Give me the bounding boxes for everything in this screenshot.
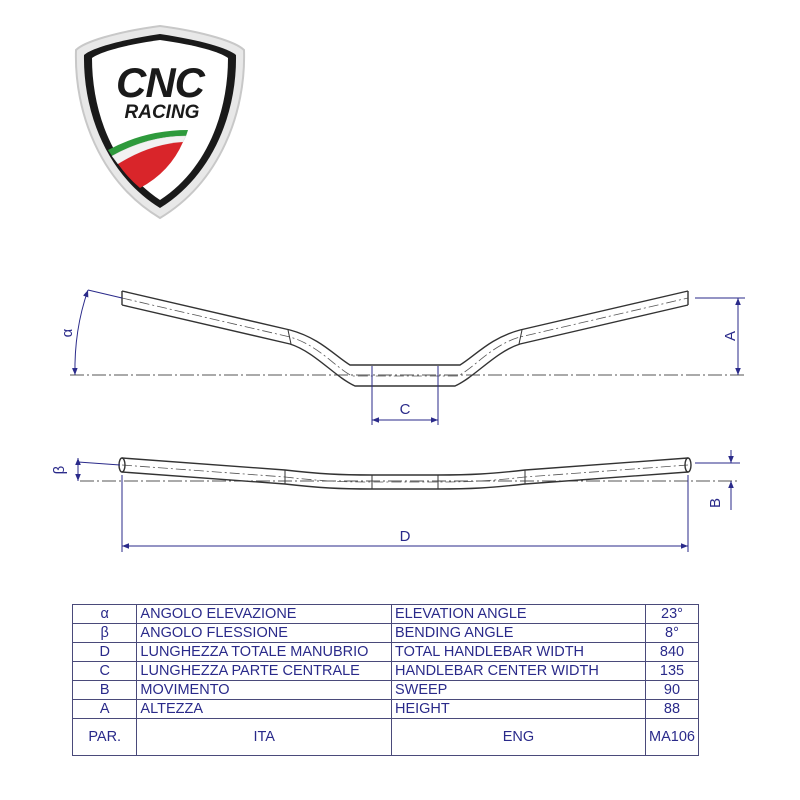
alpha-extension <box>87 289 123 299</box>
par-cell: C <box>71 661 138 681</box>
par-cell: B <box>71 680 138 700</box>
logo-flag-red <box>118 142 183 188</box>
par-cell: β <box>71 623 138 643</box>
cnc-racing-logo: CNC RACING <box>74 24 246 220</box>
eng-cell: HEIGHT <box>390 699 646 719</box>
value-cell: 90 <box>644 680 700 700</box>
value-cell: 8° <box>644 623 700 643</box>
par-cell: α <box>71 604 138 624</box>
header-eng: ENG <box>390 718 646 756</box>
ita-cell: ANGOLO FLESSIONE <box>136 623 392 643</box>
spec-table: α ANGOLO ELEVAZIONE ELEVATION ANGLE 23° … <box>71 604 700 756</box>
front-tube-axis <box>121 464 689 483</box>
top-bend-right <box>518 329 523 345</box>
table-row: α ANGOLO ELEVAZIONE ELEVATION ANGLE 23° <box>71 604 700 624</box>
table-header-row: PAR. ITA ENG MA106 <box>71 718 700 756</box>
ita-cell: ANGOLO ELEVAZIONE <box>136 604 392 624</box>
eng-cell: SWEEP <box>390 680 646 700</box>
value-cell: 88 <box>644 699 700 719</box>
c-label: C <box>400 401 411 418</box>
ita-cell: ALTEZZA <box>136 699 392 719</box>
eng-cell: TOTAL HANDLEBAR WIDTH <box>390 642 646 662</box>
b-label: B <box>707 498 724 508</box>
eng-cell: BENDING ANGLE <box>390 623 646 643</box>
par-cell: D <box>71 642 138 662</box>
top-tube-lower-edge <box>121 304 689 387</box>
logo-racing-text: RACING <box>125 102 200 123</box>
alpha-label: α <box>59 328 76 337</box>
handlebar-drawing: α A C β B D <box>51 289 745 552</box>
top-tube-axis <box>121 297 689 377</box>
eng-cell: ELEVATION ANGLE <box>390 604 646 624</box>
table-row: B MOVIMENTO SWEEP 90 <box>71 680 700 700</box>
header-par: PAR. <box>71 718 138 756</box>
front-tube-lower-edge <box>121 471 689 490</box>
ita-cell: MOVIMENTO <box>136 680 392 700</box>
top-tube-upper-edge <box>121 290 689 366</box>
front-tube-upper-edge <box>121 457 689 476</box>
eng-cell: HANDLEBAR CENTER WIDTH <box>390 661 646 681</box>
header-model: MA106 <box>644 718 700 756</box>
value-cell: 840 <box>644 642 700 662</box>
beta-extension <box>77 461 121 466</box>
value-cell: 135 <box>644 661 700 681</box>
beta-label: β <box>51 465 68 474</box>
front-end-right <box>684 457 692 473</box>
table-row: C LUNGHEZZA PARTE CENTRALE HANDLEBAR CEN… <box>71 661 700 681</box>
top-view: α A C <box>59 289 745 425</box>
logo-flag-green <box>108 130 188 156</box>
ita-cell: LUNGHEZZA PARTE CENTRALE <box>136 661 392 681</box>
alpha-arc <box>72 289 89 376</box>
value-cell: 23° <box>644 604 700 624</box>
top-bend-left <box>287 329 292 345</box>
logo-cnc-text: CNC <box>116 59 206 106</box>
a-label: A <box>722 331 739 341</box>
table-row: β ANGOLO FLESSIONE BENDING ANGLE 8° <box>71 623 700 643</box>
par-cell: A <box>71 699 138 719</box>
table-row: A ALTEZZA HEIGHT 88 <box>71 699 700 719</box>
front-view: β B D <box>51 450 740 552</box>
header-ita: ITA <box>136 718 392 756</box>
ita-cell: LUNGHEZZA TOTALE MANUBRIO <box>136 642 392 662</box>
table-row: D LUNGHEZZA TOTALE MANUBRIO TOTAL HANDLE… <box>71 642 700 662</box>
d-label: D <box>400 528 411 545</box>
